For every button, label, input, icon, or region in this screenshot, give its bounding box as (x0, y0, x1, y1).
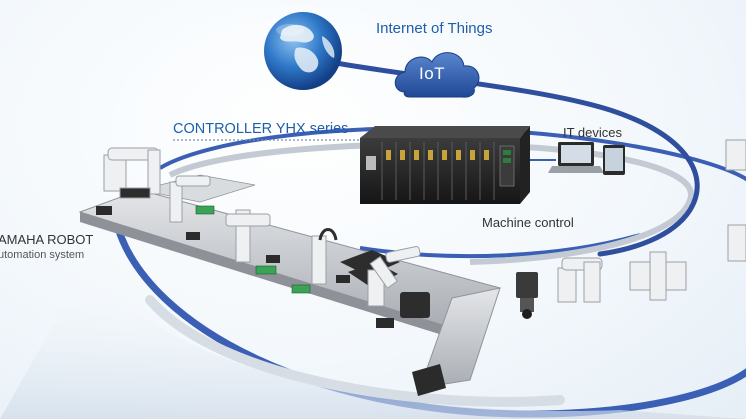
iot-cloud-label: IoT (419, 64, 446, 83)
outer-orbit-ghost (145, 295, 565, 407)
tablet-icon (603, 145, 625, 175)
globe-icon (264, 12, 342, 90)
it-devices-label: IT devices (563, 125, 623, 140)
laptop-icon (548, 142, 604, 173)
automation-system-label: utomation system (0, 249, 85, 261)
controller-label: CONTROLLER YHX series (173, 121, 349, 137)
orbit-rings (0, 59, 746, 419)
conveyor-icon (78, 174, 502, 396)
floor-shadow (0, 260, 746, 419)
iot-title-label: Internet of Things (376, 20, 493, 37)
controller-icon (360, 126, 530, 204)
cloud-icon (394, 52, 480, 98)
camera-icon (516, 272, 538, 319)
yamaha-robot-label: AMAHA ROBOT (0, 232, 94, 247)
machine-control-label: Machine control (482, 215, 574, 230)
inner-orbit-gray (168, 141, 695, 265)
robot-arm-icon (103, 139, 746, 307)
